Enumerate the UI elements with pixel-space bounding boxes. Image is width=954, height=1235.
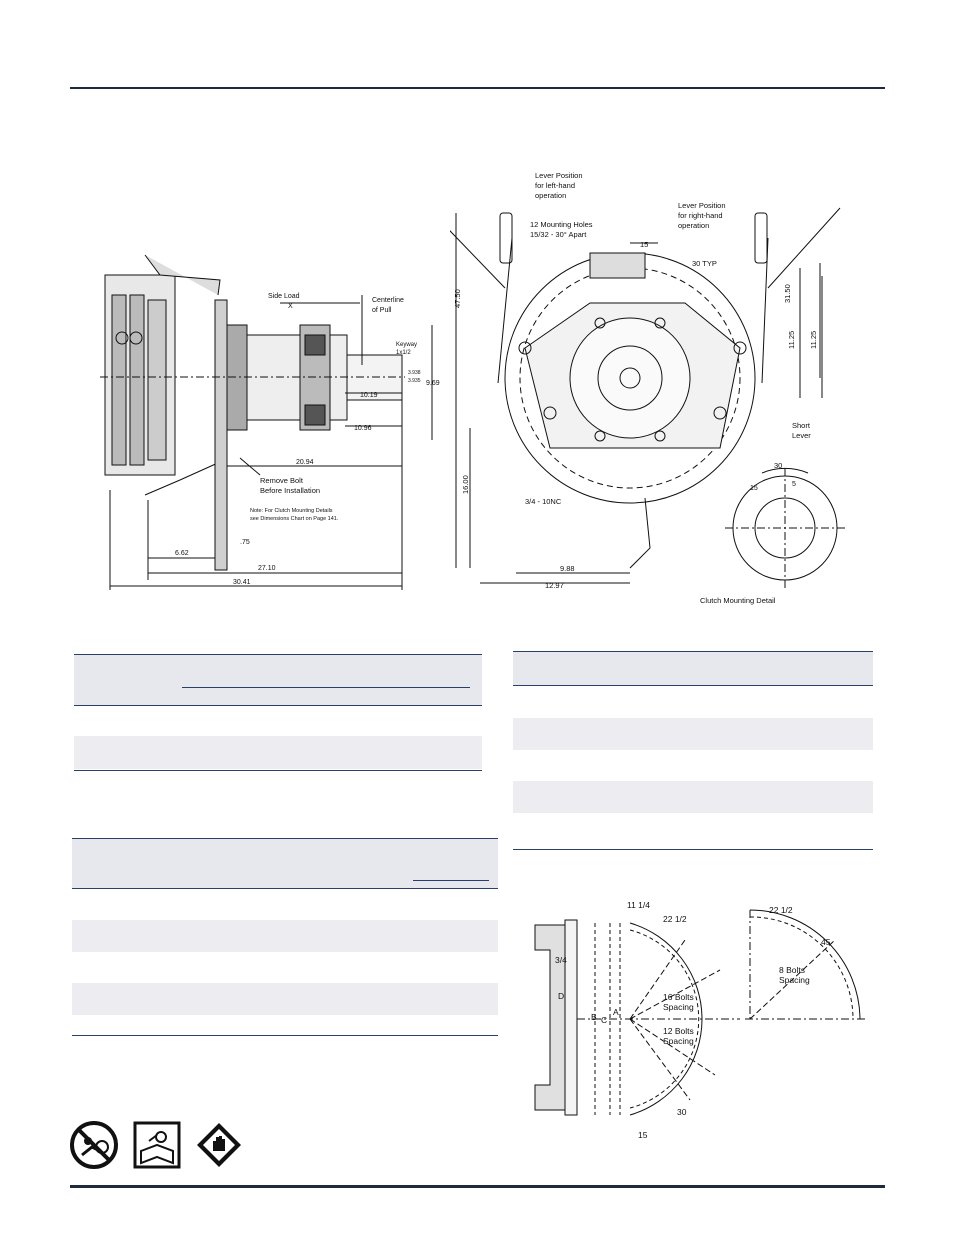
bolts12-1: 12 Bolts bbox=[663, 1026, 694, 1036]
bolts8-1: 8 Bolts bbox=[779, 965, 805, 975]
remove-bolt-2: Before Installation bbox=[260, 486, 320, 495]
label-c: C bbox=[601, 1015, 607, 1025]
read-manual-icon bbox=[133, 1121, 181, 1169]
short-lever-2: Lever bbox=[792, 431, 811, 440]
bolt-spacing-drawing: 11 1/4 22 1/2 3/4 D B C A 16 Bolts Spaci… bbox=[534, 900, 865, 1140]
shaft-dia-2: 3.935 bbox=[408, 378, 421, 384]
dim-3-4: 3/4 bbox=[555, 955, 567, 965]
dim-22-1-2-a: 22 1/2 bbox=[663, 914, 687, 924]
lever-right-2: for right-hand bbox=[678, 211, 723, 220]
dim-1125b: 11.25 bbox=[809, 331, 818, 349]
detail-15: 15 bbox=[750, 485, 758, 492]
dim-45: 45 bbox=[821, 937, 831, 947]
entanglement-hazard-icon bbox=[70, 1121, 118, 1169]
label-a: A bbox=[613, 1007, 619, 1017]
lever-right-1: Lever Position bbox=[678, 201, 726, 210]
table-3-bottom-line bbox=[513, 849, 873, 850]
dim-22-1-2-b: 22 1/2 bbox=[769, 905, 793, 915]
note-1: Note: For Clutch Mounting Details bbox=[250, 508, 333, 514]
keyway-label-2: 1x1/2 bbox=[396, 350, 411, 356]
side-view-drawing: Side Load X Centerline of Pull Keyway 1x… bbox=[100, 254, 440, 590]
dim-969: 9.69 bbox=[426, 380, 440, 387]
lever-left-2: for left-hand bbox=[535, 181, 575, 190]
dim-1600: 16.00 bbox=[461, 475, 470, 494]
dim-15: 15 bbox=[638, 1130, 648, 1140]
table-3-row-b bbox=[513, 781, 873, 813]
dim-2094: 20.94 bbox=[296, 459, 314, 466]
side-load-label: Side Load bbox=[268, 293, 300, 300]
bottom-rule bbox=[70, 1185, 885, 1188]
dim-662: 6.62 bbox=[175, 550, 189, 557]
dim-1019: 10.19 bbox=[360, 392, 378, 399]
table-1-row bbox=[74, 736, 482, 769]
mounting-holes-1: 12 Mounting Holes bbox=[530, 220, 593, 229]
bolts16-2: Spacing bbox=[663, 1002, 694, 1012]
top-rule bbox=[70, 87, 885, 89]
dim-988: 9.88 bbox=[560, 564, 575, 573]
short-lever-1: Short bbox=[792, 421, 811, 430]
table-2-row-a bbox=[72, 920, 498, 952]
table-3-row-a bbox=[513, 718, 873, 750]
dim-30: 30 bbox=[677, 1107, 687, 1117]
remove-bolt-1: Remove Bolt bbox=[260, 476, 304, 485]
thread-label: 3/4 - 10NC bbox=[525, 497, 562, 506]
label-b: B bbox=[591, 1012, 597, 1022]
dim-30typ: 30 TYP bbox=[692, 259, 717, 268]
keyway-label-1: Keyway bbox=[396, 342, 417, 348]
bolts12-2: Spacing bbox=[663, 1036, 694, 1046]
lever-left-3: operation bbox=[535, 191, 566, 200]
bolts16-1: 16 Bolts bbox=[663, 992, 694, 1002]
dim-2710: 27.10 bbox=[258, 565, 276, 572]
dim-3041: 30.41 bbox=[233, 579, 251, 586]
table-1-bottom-line bbox=[74, 770, 482, 771]
dim-4750: 47.50 bbox=[453, 289, 462, 308]
table-2-row-b bbox=[72, 983, 498, 1015]
dim-1096: 10.96 bbox=[354, 425, 372, 432]
lever-right-3: operation bbox=[678, 221, 709, 230]
table-1-header-underline bbox=[182, 687, 470, 688]
table-3-header bbox=[513, 651, 873, 686]
table-2-bottom-line bbox=[72, 1035, 498, 1036]
table-1-header bbox=[74, 654, 482, 706]
label-d: D bbox=[558, 991, 564, 1001]
lever-left-1: Lever Position bbox=[535, 171, 583, 180]
dim-11-1-4: 11 1/4 bbox=[627, 900, 650, 910]
dim-1297: 12.97 bbox=[545, 581, 564, 590]
side-load-x: X bbox=[288, 303, 293, 310]
dim-15: 15 bbox=[640, 240, 648, 249]
note-2: see Dimensions Chart on Page 141. bbox=[250, 516, 339, 522]
dim-075: .75 bbox=[240, 539, 250, 546]
dim-1125a: 11.25 bbox=[787, 331, 796, 349]
bolts8-2: Spacing bbox=[779, 975, 810, 985]
dim-3150: 31.50 bbox=[783, 284, 792, 303]
centerline-label-1: Centerline bbox=[372, 297, 404, 304]
table-2-header bbox=[72, 838, 498, 889]
hand-hazard-icon bbox=[197, 1123, 241, 1167]
table-2-header-underline bbox=[413, 880, 489, 881]
front-view-drawing: Lever Position for left-hand operation 1… bbox=[450, 171, 845, 605]
detail-5: 5 bbox=[792, 481, 796, 488]
detail-30: 30 bbox=[774, 461, 782, 470]
mounting-holes-2: 15/32 - 30° Apart bbox=[530, 230, 587, 239]
centerline-label-2: of Pull bbox=[372, 307, 392, 314]
detail-caption: Clutch Mounting Detail bbox=[700, 596, 776, 605]
shaft-dia-1: 3.938 bbox=[408, 370, 421, 376]
